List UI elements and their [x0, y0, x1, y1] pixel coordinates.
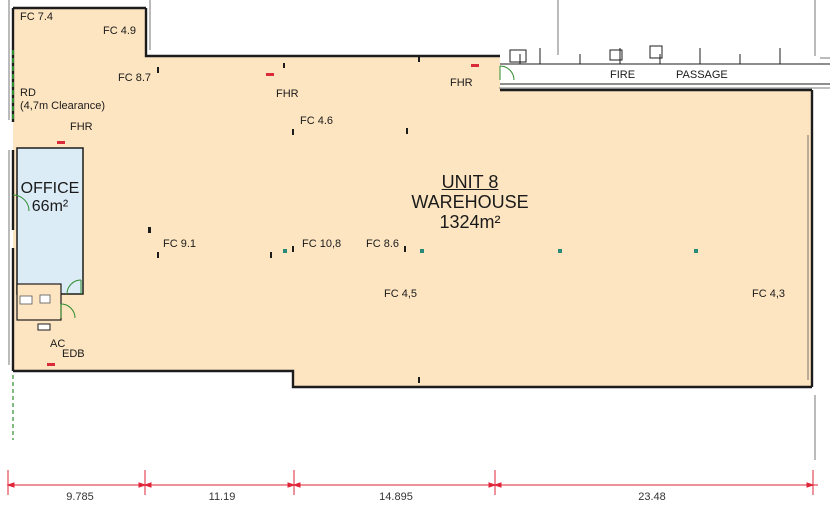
warehouse-floor: [13, 8, 812, 387]
fhr-markers: [57, 64, 479, 144]
office-room: [16, 147, 84, 295]
roller-door-clearance: (4,7m Clearance): [20, 100, 105, 112]
office-area: 66m²: [31, 197, 69, 215]
ac-label: AC: [50, 338, 66, 350]
dimension-4: 23.48: [638, 491, 666, 503]
ac-unit: [37, 323, 51, 331]
fc-10-8-label: FC 10,8: [302, 238, 342, 250]
fhr-label-top: FHR: [276, 88, 299, 100]
fc-4-5-label: FC 4,5: [384, 288, 418, 300]
office-name: OFFICE: [20, 180, 80, 197]
edb-label: EDB: [62, 348, 85, 360]
fc-7-4-label: FC 7.4: [20, 11, 54, 23]
fc-9-1-label: FC 9.1: [163, 238, 197, 250]
basin-fixture: [39, 294, 51, 304]
fire-passage-word2: PASSAGE: [676, 69, 728, 81]
fire-passage-corridor: [500, 45, 830, 85]
dimension-1: 9.785: [66, 491, 94, 503]
dimension-2: 11.19: [208, 491, 236, 503]
walls: [11, 6, 814, 389]
fc-4-9-label: FC 4.9: [103, 25, 137, 37]
unit-use: WAREHOUSE: [411, 192, 529, 213]
dimension-3: 14.895: [379, 491, 413, 503]
fc-8-7-label: FC 8.7: [118, 72, 152, 84]
door-swings: [12, 65, 515, 319]
edb-marker: [47, 363, 55, 366]
fhr-label-right: FHR: [450, 77, 473, 89]
wc-fixture: [19, 295, 33, 305]
fc-4-3-label: FC 4,3: [752, 288, 786, 300]
outer-frame: [8, 0, 830, 460]
column-markers: [148, 57, 420, 383]
unit-title: UNIT 8: [441, 172, 499, 192]
sprinkler-markers: [283, 249, 698, 253]
fc-4-6-label: FC 4.6: [300, 115, 334, 127]
dimension-line: [6, 470, 818, 495]
fc-8-6-label: FC 8.6: [366, 238, 400, 250]
unit-area: 1324m²: [439, 212, 501, 233]
office-label: OFFICE 66m²: [17, 180, 83, 216]
roller-door-code: RD: [20, 87, 36, 99]
fhr-label-office: FHR: [70, 121, 93, 133]
unit-label: UNIT 8 WAREHOUSE 1324m²: [390, 172, 550, 232]
fire-passage-word1: FIRE: [610, 69, 636, 81]
